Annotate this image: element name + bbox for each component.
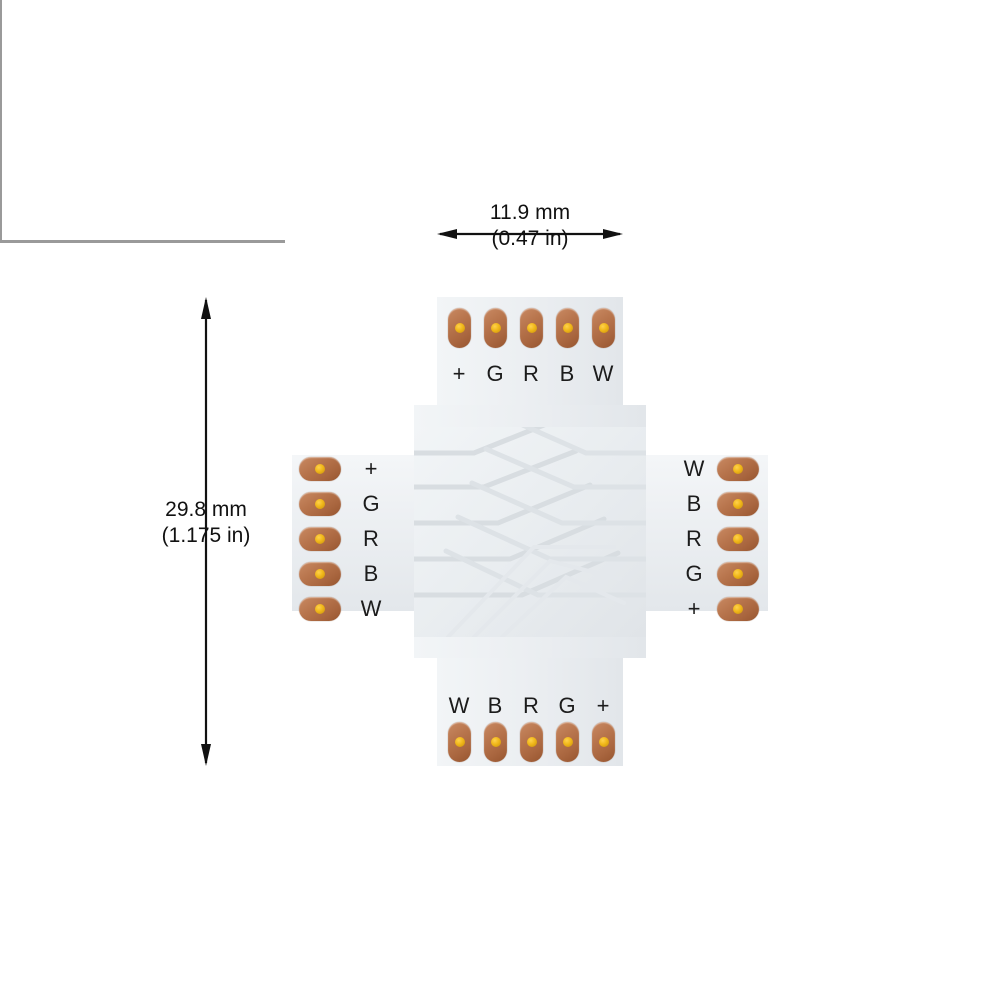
pad-hole-icon — [598, 737, 609, 747]
pad-label-bottom-2: B — [487, 693, 503, 718]
pad-bottom-1 — [448, 722, 471, 762]
pad-hole-icon — [733, 534, 743, 544]
pad-hole-icon — [454, 323, 465, 333]
pad-hole-icon — [490, 323, 501, 333]
pad-hole-icon — [733, 499, 743, 509]
pad-top-5 — [592, 308, 615, 348]
pad-hole-icon — [562, 737, 573, 747]
pad-top-2 — [484, 308, 507, 348]
pad-label-left-5: W — [360, 596, 382, 621]
pad-label-bottom-5: + — [596, 693, 610, 718]
pad-label-bottom-1: W — [448, 693, 470, 718]
pad-hole-icon — [526, 737, 537, 747]
pcb-traces — [414, 427, 646, 637]
pad-right-4 — [717, 562, 759, 586]
connector-core — [414, 427, 646, 637]
pad-label-top-1: + — [452, 361, 466, 386]
pad-hole-icon — [315, 569, 325, 579]
pad-label-left-3: R — [363, 526, 379, 551]
pad-label-right-2: B — [686, 491, 702, 516]
pad-bottom-3 — [520, 722, 543, 762]
height-dimension-label: 29.8 mm (1.175 in) — [106, 497, 306, 548]
pad-bottom-5 — [592, 722, 615, 762]
pad-top-1 — [448, 308, 471, 348]
pad-right-5 — [717, 597, 759, 621]
bottom-arm-shoulder — [414, 636, 646, 658]
pad-label-left-4: B — [363, 561, 379, 586]
width-extension-line-left — [0, 0, 2, 120]
height-dimension-arrows — [196, 297, 216, 766]
pad-hole-icon — [562, 323, 573, 333]
pad-left-3 — [299, 527, 341, 551]
pad-hole-icon — [733, 604, 743, 614]
pad-hole-icon — [315, 604, 325, 614]
pad-bottom-2 — [484, 722, 507, 762]
pad-left-5 — [299, 597, 341, 621]
pad-hole-icon — [454, 737, 465, 747]
height-extension-line-top — [0, 240, 285, 242]
pad-label-right-4: G — [685, 561, 703, 586]
pad-left-1 — [299, 457, 341, 481]
pad-hole-icon — [733, 464, 743, 474]
width-dimension-mm: 11.9 mm — [489, 201, 571, 224]
pad-label-top-5: W — [592, 361, 614, 386]
width-extension-line-right — [0, 120, 2, 240]
pad-hole-icon — [315, 499, 325, 509]
pad-label-left-1: + — [364, 456, 378, 481]
pad-bottom-4 — [556, 722, 579, 762]
pad-left-2 — [299, 492, 341, 516]
pad-right-2 — [717, 492, 759, 516]
pad-label-top-2: G — [486, 361, 504, 386]
height-dimension-inch: (1.175 in) — [161, 523, 251, 547]
pad-hole-icon — [598, 323, 609, 333]
pad-label-bottom-4: G — [558, 693, 576, 718]
pad-label-right-5: + — [687, 596, 701, 621]
width-dimension-inch: (0.47 in) — [491, 226, 569, 250]
pad-label-top-4: B — [559, 361, 575, 386]
pad-label-bottom-3: R — [523, 693, 539, 718]
pad-right-1 — [717, 457, 759, 481]
pad-label-right-1: W — [683, 456, 705, 481]
width-dimension-arrows — [437, 224, 623, 244]
pad-hole-icon — [315, 534, 325, 544]
pad-label-right-3: R — [686, 526, 702, 551]
top-arm-shoulder — [414, 405, 646, 427]
width-dimension-label: 11.9 mm (0.47 in) — [430, 200, 630, 251]
pad-right-3 — [717, 527, 759, 551]
pad-label-top-3: R — [523, 361, 539, 386]
pad-hole-icon — [733, 569, 743, 579]
pad-label-left-2: G — [362, 491, 380, 516]
pad-hole-icon — [490, 737, 501, 747]
height-dimension-mm: 29.8 mm — [165, 498, 247, 521]
pad-top-3 — [520, 308, 543, 348]
pad-top-4 — [556, 308, 579, 348]
pad-hole-icon — [526, 323, 537, 333]
height-extension-line-bottom — [0, 241, 285, 244]
pad-left-4 — [299, 562, 341, 586]
pad-hole-icon — [315, 464, 325, 474]
